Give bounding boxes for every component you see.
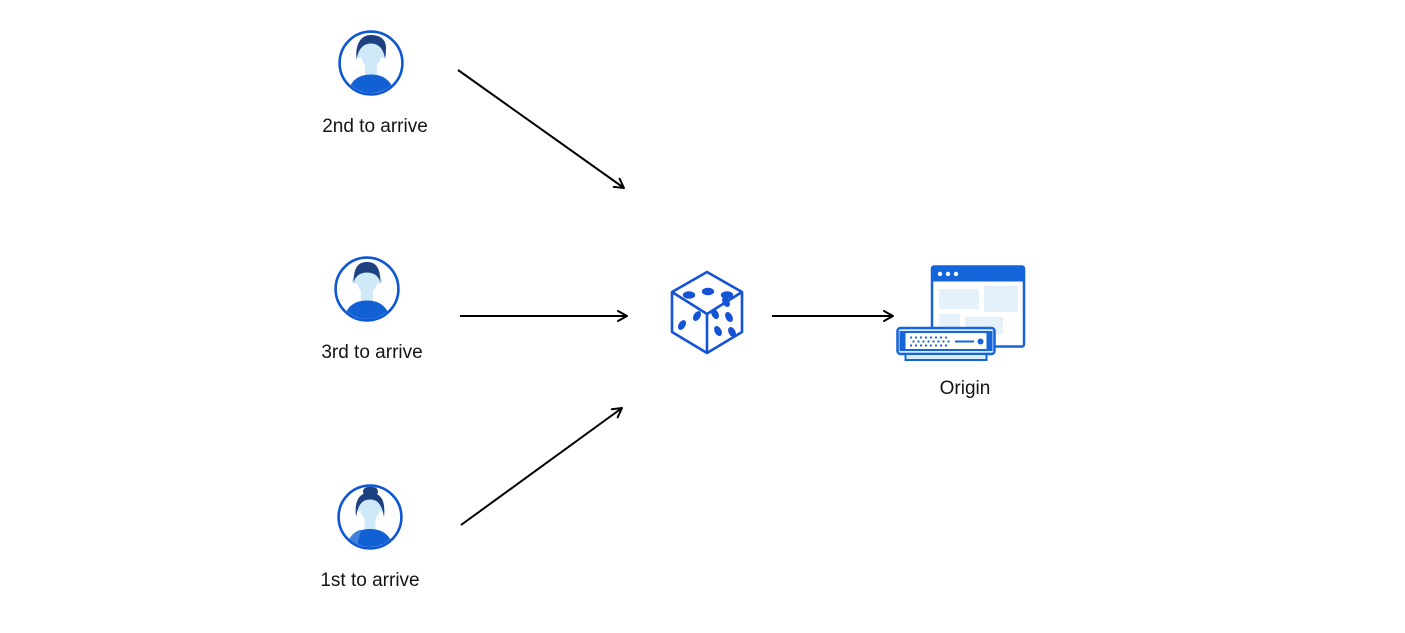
arrow-user-1st-to-dice [460,407,623,526]
node-randomizer [668,269,746,360]
user-1st-label: 1st to arrive [320,570,420,591]
user-2nd-label: 2nd to arrive [322,116,428,137]
user-3rd-label: 3rd to arrive [321,342,423,363]
node-origin: Origin [896,265,1026,399]
dice-icon [670,270,744,355]
arrow-user-2nd-to-dice [457,69,625,189]
user-avatar-man-flat-icon [334,256,400,322]
node-user-1st: 1st to arrive [320,483,420,591]
origin-label: Origin [939,378,991,399]
user-avatar-man-swoop-icon [338,30,404,96]
node-user-2nd: 2nd to arrive [322,29,428,137]
user-avatar-woman-bun-icon [337,484,403,550]
node-user-3rd: 3rd to arrive [321,255,423,363]
origin-browser-server-icon [896,265,1026,361]
